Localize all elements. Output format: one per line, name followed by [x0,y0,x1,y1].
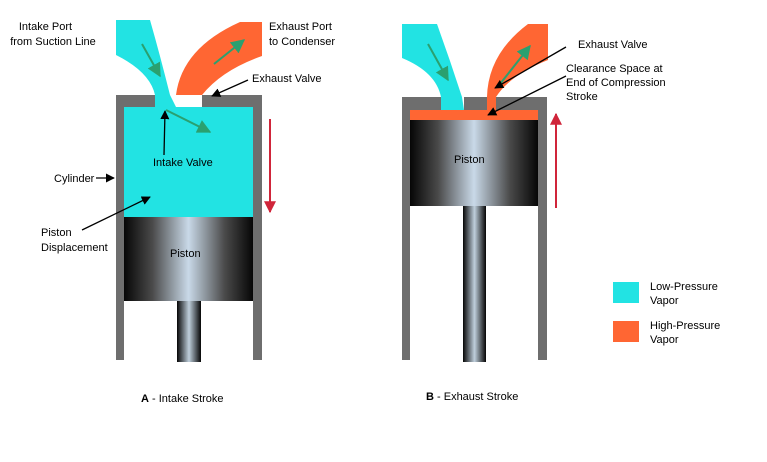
label-clearance-space-b: Clearance Space at End of Compression St… [566,63,669,103]
label-exhaust-valve-a: Exhaust Valve [252,73,322,85]
leader-clearance-space-b [487,75,567,116]
piston-b [410,120,538,206]
intake-flow-arrow-b [427,43,449,82]
legend-label-low-pressure: Low-Pressure Vapor [650,281,721,307]
leader-piston-displacement-a [81,196,151,231]
leader-exhaust-valve-a [211,79,249,97]
cylinder-wall-b-left [402,97,441,360]
intake-port-a [116,20,176,107]
piston-a [124,217,253,301]
label-exhaust-valve-b: Exhaust Valve [578,39,648,51]
label-cylinder-a: Cylinder [54,173,95,185]
cylinder-wall-b-right [464,97,547,360]
legend-swatch-low-pressure [613,282,639,303]
label-piston-a: Piston [170,248,201,260]
legend-swatch-high-pressure [613,321,639,342]
exhaust-port-b [487,24,548,110]
cylinder-wall-a-left-lower [116,340,124,360]
leader-exhaust-valve-b [494,46,567,89]
exhaust-flow-arrow-a [213,39,246,65]
intake-port-b [402,24,464,110]
cylinder-wall-a [116,95,155,350]
intake-valve-b [464,97,487,110]
exhaust-valve-a [202,95,224,107]
piston-rod-b [463,206,486,362]
exhaust-flow-arrow-b [499,44,531,85]
leader-intake-valve-a [160,110,170,156]
caption-b: B - Exhaust Stroke [426,391,518,403]
caption-a: A - Intake Stroke [141,393,224,405]
diagram-a-intake-stroke: Intake Port from Suction Line Exhaust Po… [10,20,335,405]
label-piston-displacement-a: Piston Displacement [41,227,108,254]
clearance-space-b [410,110,538,120]
label-exhaust-port-a: Exhaust Port to Condenser [269,21,335,48]
chamber-flow-arrow-a [165,109,212,133]
label-piston-b: Piston [454,154,485,166]
cylinder-wall-a-right [176,95,262,360]
diagram-b-exhaust-stroke: Exhaust Valve Clearance Space at End of … [402,24,669,403]
exhaust-port-a [176,22,262,95]
legend-label-high-pressure: High-Pressure Vapor [650,320,723,346]
label-intake-valve-a: Intake Valve [153,157,213,169]
legend: Low-Pressure Vapor High-Pressure Vapor [613,281,723,346]
intake-flow-arrow-a [141,43,161,78]
piston-rod-a [177,301,201,362]
label-intake-port-a: Intake Port from Suction Line [10,21,96,48]
